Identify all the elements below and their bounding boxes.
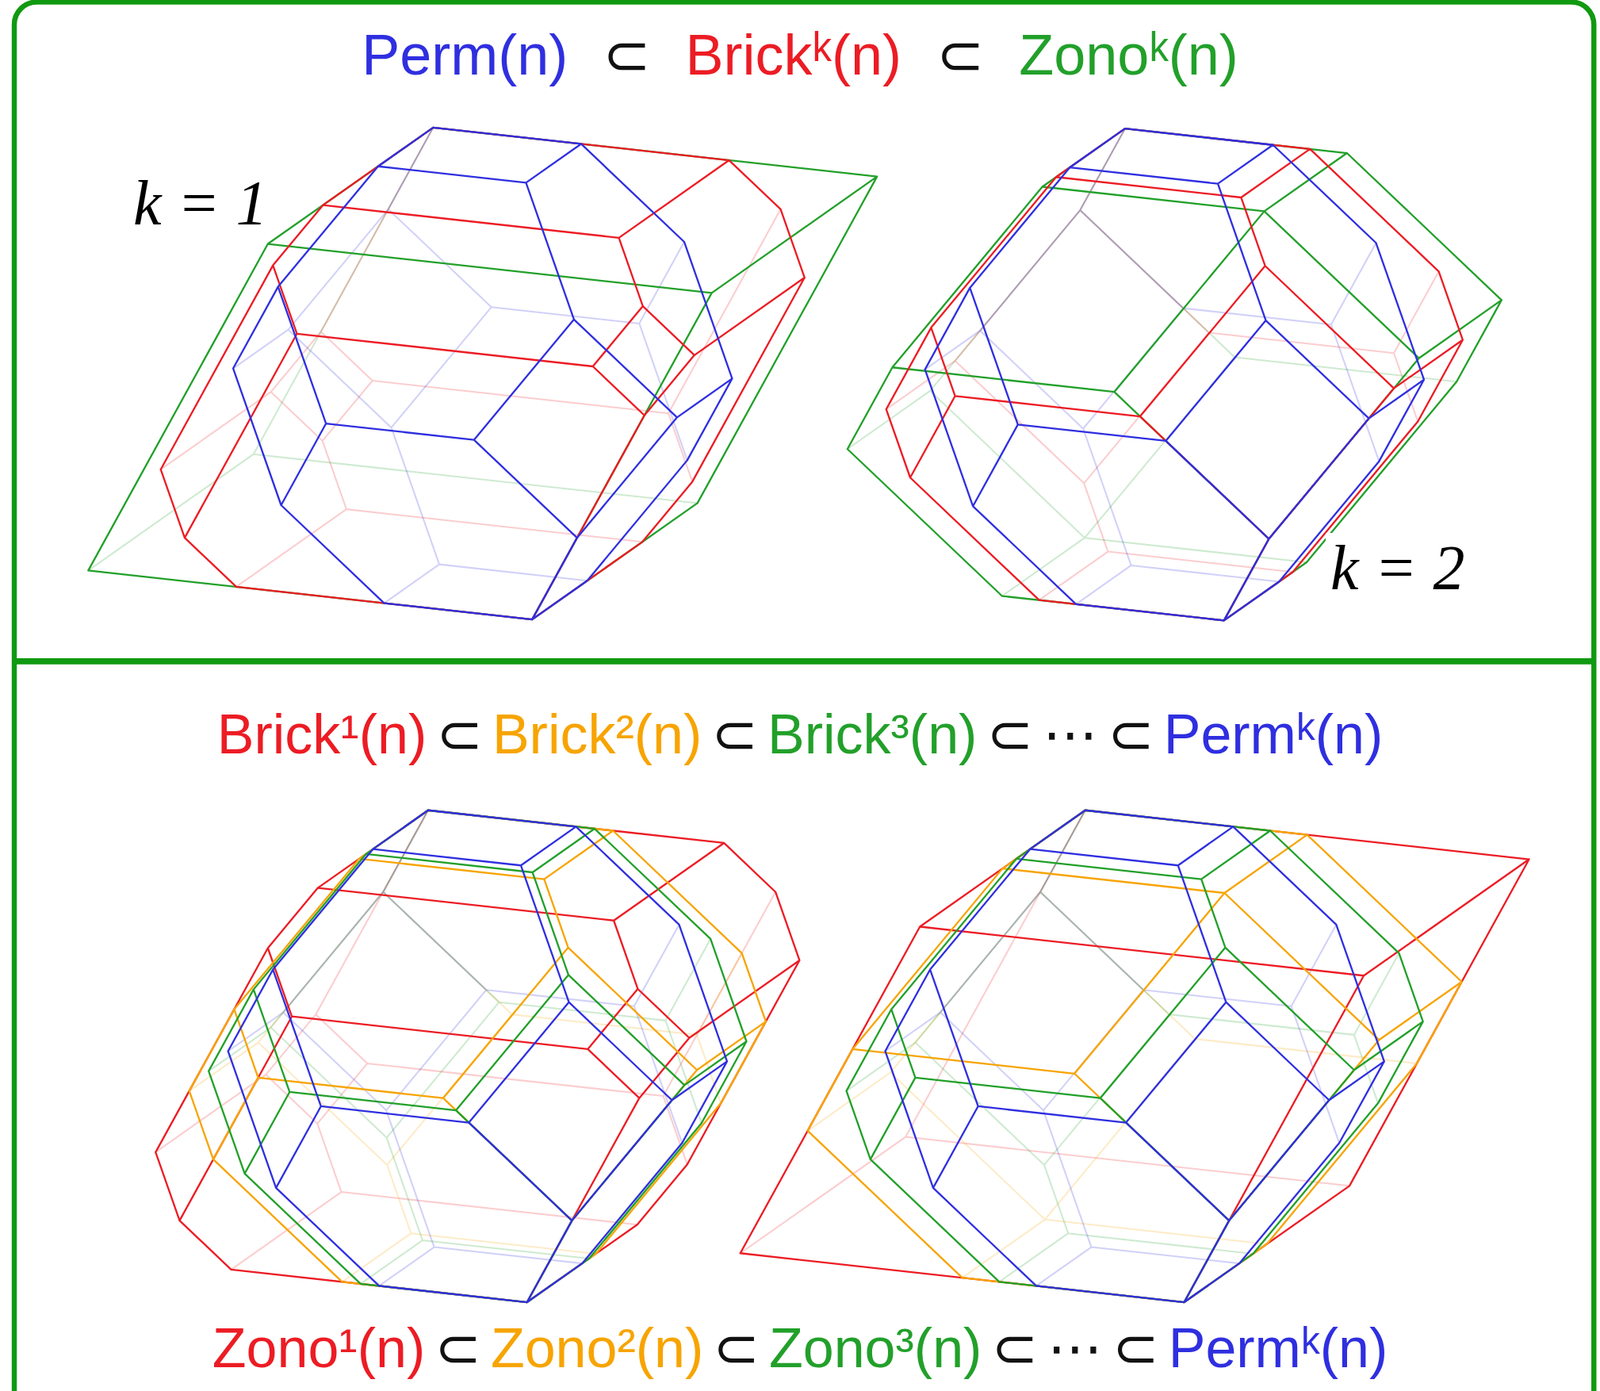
inclusion-symbol: ⊂	[986, 702, 1034, 767]
polytope-edges	[740, 810, 1530, 1302]
polytope-edges	[88, 127, 877, 620]
hidden-edges	[233, 127, 688, 604]
inclusion-symbol: ⊂	[991, 1316, 1038, 1381]
parameter-label: k = 1	[128, 168, 273, 238]
polytope-name: Permᵏ(n)	[1168, 1316, 1389, 1381]
panel-frame	[14, 2, 1594, 1391]
polytope-group	[88, 127, 1529, 1302]
polytope-name: Permᵏ(n)	[1163, 702, 1384, 767]
polytope-edges	[189, 810, 766, 1302]
panel-divider	[14, 658, 1594, 665]
inclusion-symbol: ⊂	[711, 702, 758, 767]
polytope-edges	[847, 128, 1502, 621]
inclusion-symbol: ⋯	[1042, 702, 1099, 767]
polytope-edges	[228, 810, 728, 1302]
polytope-name: Perm(n)	[361, 22, 568, 89]
polytope-name: Zono²(n)	[490, 1316, 704, 1381]
polytope-name: Brick¹(n)	[217, 702, 427, 767]
inclusion-chain: Perm(n) ⊂ Brickᵏ(n) ⊂ Zonoᵏ(n)	[0, 22, 1600, 89]
hidden-edges	[155, 810, 776, 1270]
polytope-name: Zonoᵏ(n)	[1018, 22, 1239, 89]
polytope-name: Zono¹(n)	[212, 1316, 425, 1381]
polytope-name: Brick³(n)	[767, 702, 977, 767]
inclusion-symbol: ⊂	[936, 22, 984, 89]
hidden-edges	[208, 810, 711, 1284]
inclusion-symbol: ⋯	[1047, 1316, 1103, 1381]
inclusion-chain: Zono¹(n)⊂Zono²(n)⊂Zono³(n)⊂⋯⊂Permᵏ(n)	[0, 1316, 1600, 1381]
inclusion-symbol: ⊂	[434, 1316, 482, 1381]
hidden-edges	[228, 810, 683, 1287]
inclusion-symbol: ⊂	[712, 1316, 760, 1381]
hidden-edges	[884, 810, 1340, 1287]
polytope-name: Zono³(n)	[769, 1316, 982, 1381]
polytope-edges	[846, 810, 1424, 1302]
inclusion-symbol: ⊂	[436, 702, 483, 767]
inclusion-symbol: ⊂	[1107, 702, 1155, 767]
inclusion-symbol: ⊂	[1112, 1316, 1160, 1381]
polytope-edges	[807, 810, 1463, 1302]
polytope-edges	[233, 127, 732, 620]
polytope-edges	[155, 810, 800, 1302]
inclusion-chain: Brick¹(n)⊂Brick²(n)⊂Brick³(n)⊂⋯⊂Permᵏ(n)	[0, 702, 1600, 767]
parameter-label: k = 2	[1325, 532, 1470, 603]
inclusion-symbol: ⊂	[602, 22, 651, 89]
polytope-name: Brick²(n)	[492, 702, 702, 767]
polytope-edges	[208, 810, 747, 1302]
hidden-edges	[189, 810, 743, 1283]
polytope-edges	[884, 810, 1384, 1302]
hidden-edges	[925, 128, 1380, 605]
polytope-name: Brickᵏ(n)	[685, 22, 902, 89]
